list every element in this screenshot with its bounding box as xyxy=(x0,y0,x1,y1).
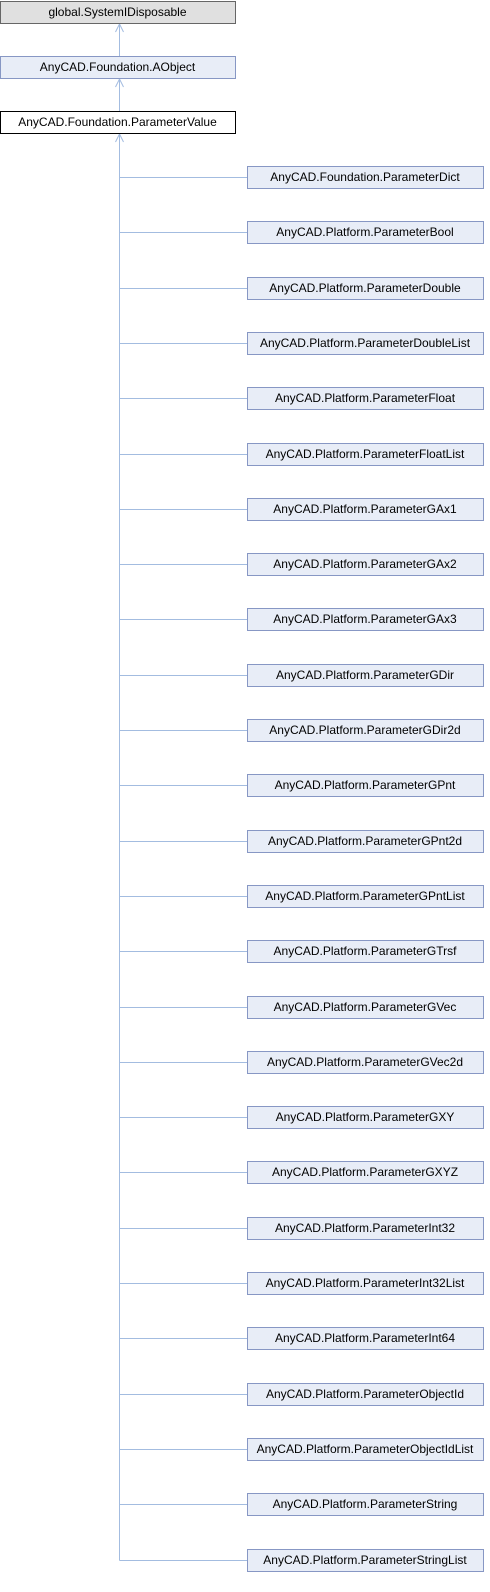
class-node-platform-parametergdir-box xyxy=(247,664,484,687)
class-node-platform-parametergpnt2d-box xyxy=(247,830,484,853)
inheritance-edges xyxy=(115,22,247,1561)
class-node-global-systemidisposable[interactable]: global.SystemIDisposable xyxy=(0,1,236,24)
class-node-foundation-parameterdict[interactable]: AnyCAD.Foundation.ParameterDict xyxy=(247,166,484,189)
class-node-platform-parametergxyz[interactable]: AnyCAD.Platform.ParameterGXYZ xyxy=(247,1161,484,1184)
class-node-platform-parameterstringlist-label: AnyCAD.Platform.ParameterStringList xyxy=(263,1553,467,1567)
class-node-foundation-parameterdict-box xyxy=(247,166,484,189)
class-node-platform-parameterfloatlist-label: AnyCAD.Platform.ParameterFloatList xyxy=(266,447,465,461)
class-node-foundation-aobject[interactable]: AnyCAD.Foundation.AObject xyxy=(0,56,236,79)
class-node-platform-parametergpnt[interactable]: AnyCAD.Platform.ParameterGPnt xyxy=(247,774,484,797)
class-node-platform-parametergpnt2d-label: AnyCAD.Platform.ParameterGPnt2d xyxy=(268,834,462,848)
class-node-platform-parameterdouble[interactable]: AnyCAD.Platform.ParameterDouble xyxy=(247,277,484,300)
class-node-global-systemidisposable-box xyxy=(0,1,236,24)
class-node-current-label: AnyCAD.Foundation.ParameterValue xyxy=(18,115,217,129)
class-node-platform-parametergax2[interactable]: AnyCAD.Platform.ParameterGAx2 xyxy=(247,553,484,576)
class-node-platform-parameterbool-label: AnyCAD.Platform.ParameterBool xyxy=(276,225,453,239)
class-node-platform-parameterstring-label: AnyCAD.Platform.ParameterString xyxy=(273,1497,458,1511)
class-node-platform-parametergax1[interactable]: AnyCAD.Platform.ParameterGAx1 xyxy=(247,498,484,521)
class-node-platform-parametergxy-box xyxy=(247,1106,484,1129)
class-node-platform-parameterstringlist[interactable]: AnyCAD.Platform.ParameterStringList xyxy=(247,1549,484,1572)
class-node-platform-parameterdoublelist-label: AnyCAD.Platform.ParameterDoubleList xyxy=(260,336,471,350)
class-node-platform-parametergvec-label: AnyCAD.Platform.ParameterGVec xyxy=(274,1000,457,1014)
class-node-foundation-aobject-box xyxy=(0,56,236,79)
class-node-platform-parametergdir2d[interactable]: AnyCAD.Platform.ParameterGDir2d xyxy=(247,719,484,742)
class-node-platform-parametergax1-label: AnyCAD.Platform.ParameterGAx1 xyxy=(273,502,457,516)
class-node-platform-parametergdir2d-box xyxy=(247,719,484,742)
class-node-platform-parametergax3[interactable]: AnyCAD.Platform.ParameterGAx3 xyxy=(247,608,484,631)
class-node-platform-parameterint64-box xyxy=(247,1327,484,1350)
class-node-platform-parameterfloatlist-box xyxy=(247,443,484,466)
class-node-platform-parametergpntlist-label: AnyCAD.Platform.ParameterGPntList xyxy=(265,889,465,903)
class-node-platform-parameterbool-box xyxy=(247,221,484,244)
class-node-platform-parameterfloat[interactable]: AnyCAD.Platform.ParameterFloat xyxy=(247,387,484,410)
class-node-platform-parametergpnt2d[interactable]: AnyCAD.Platform.ParameterGPnt2d xyxy=(247,830,484,853)
class-node-platform-parametergvec-box xyxy=(247,996,484,1019)
class-node-platform-parameterstring-box xyxy=(247,1493,484,1516)
class-node-platform-parametergtrsf[interactable]: AnyCAD.Platform.ParameterGTrsf xyxy=(247,940,484,963)
class-node-platform-parameterint32list[interactable]: AnyCAD.Platform.ParameterInt32List xyxy=(247,1272,484,1295)
class-node-platform-parameterobjectid-label: AnyCAD.Platform.ParameterObjectId xyxy=(266,1387,464,1401)
class-node-platform-parameterfloatlist[interactable]: AnyCAD.Platform.ParameterFloatList xyxy=(247,443,484,466)
class-node-platform-parametergax1-box xyxy=(247,498,484,521)
class-node-platform-parametergpntlist[interactable]: AnyCAD.Platform.ParameterGPntList xyxy=(247,885,484,908)
class-node-platform-parametergxy[interactable]: AnyCAD.Platform.ParameterGXY xyxy=(247,1106,484,1129)
class-node-platform-parameterobjectid-box xyxy=(247,1383,484,1406)
class-node-platform-parametergvec2d-box xyxy=(247,1051,484,1074)
class-node-platform-parameterint64-label: AnyCAD.Platform.ParameterInt64 xyxy=(275,1331,455,1345)
class-node-current-box xyxy=(0,111,236,134)
class-node-platform-parametergdir2d-label: AnyCAD.Platform.ParameterGDir2d xyxy=(269,723,460,737)
class-node-platform-parametergdir-label: AnyCAD.Platform.ParameterGDir xyxy=(276,668,454,682)
class-node-platform-parameterint32-label: AnyCAD.Platform.ParameterInt32 xyxy=(275,1221,455,1235)
class-node-platform-parameterfloat-label: AnyCAD.Platform.ParameterFloat xyxy=(275,391,456,405)
class-node-platform-parameterint32list-label: AnyCAD.Platform.ParameterInt32List xyxy=(266,1276,465,1290)
class-node-platform-parametergax3-box xyxy=(247,608,484,631)
class-nodes: global.SystemIDisposableAnyCAD.Foundatio… xyxy=(0,1,484,1572)
class-node-platform-parameterint64[interactable]: AnyCAD.Platform.ParameterInt64 xyxy=(247,1327,484,1350)
class-node-platform-parametergpnt-label: AnyCAD.Platform.ParameterGPnt xyxy=(275,778,456,792)
class-node-platform-parameterint32[interactable]: AnyCAD.Platform.ParameterInt32 xyxy=(247,1217,484,1240)
class-node-platform-parametergax2-box xyxy=(247,553,484,576)
class-node-platform-parametergtrsf-label: AnyCAD.Platform.ParameterGTrsf xyxy=(274,944,458,958)
class-node-platform-parameterobjectid[interactable]: AnyCAD.Platform.ParameterObjectId xyxy=(247,1383,484,1406)
class-node-platform-parametergax3-label: AnyCAD.Platform.ParameterGAx3 xyxy=(273,612,457,626)
class-node-platform-parameterint32-box xyxy=(247,1217,484,1240)
class-node-platform-parameterstringlist-box xyxy=(247,1549,484,1572)
class-node-platform-parameterdoublelist-box xyxy=(247,332,484,355)
class-node-current[interactable]: AnyCAD.Foundation.ParameterValue xyxy=(0,111,236,134)
class-node-platform-parametergvec2d[interactable]: AnyCAD.Platform.ParameterGVec2d xyxy=(247,1051,484,1074)
class-node-platform-parametergdir[interactable]: AnyCAD.Platform.ParameterGDir xyxy=(247,664,484,687)
class-node-platform-parameterdoublelist[interactable]: AnyCAD.Platform.ParameterDoubleList xyxy=(247,332,484,355)
class-node-platform-parametergvec[interactable]: AnyCAD.Platform.ParameterGVec xyxy=(247,996,484,1019)
class-node-platform-parametergxyz-label: AnyCAD.Platform.ParameterGXYZ xyxy=(272,1165,458,1179)
class-node-platform-parametergpnt-box xyxy=(247,774,484,797)
class-node-platform-parameterbool[interactable]: AnyCAD.Platform.ParameterBool xyxy=(247,221,484,244)
class-node-platform-parameterint32list-box xyxy=(247,1272,484,1295)
class-node-platform-parameterobjectidlist-label: AnyCAD.Platform.ParameterObjectIdList xyxy=(257,1442,474,1456)
class-node-platform-parametergpntlist-box xyxy=(247,885,484,908)
class-node-platform-parametergtrsf-box xyxy=(247,940,484,963)
class-node-platform-parameterdouble-label: AnyCAD.Platform.ParameterDouble xyxy=(269,281,461,295)
class-node-platform-parameterstring[interactable]: AnyCAD.Platform.ParameterString xyxy=(247,1493,484,1516)
class-node-platform-parametergax2-label: AnyCAD.Platform.ParameterGAx2 xyxy=(273,557,457,571)
class-node-platform-parameterdouble-box xyxy=(247,277,484,300)
class-node-global-systemidisposable-label: global.SystemIDisposable xyxy=(48,5,186,19)
class-node-platform-parameterobjectidlist-box xyxy=(247,1438,484,1461)
class-node-platform-parametergvec2d-label: AnyCAD.Platform.ParameterGVec2d xyxy=(267,1055,463,1069)
class-node-platform-parametergxyz-box xyxy=(247,1161,484,1184)
class-node-platform-parametergxy-label: AnyCAD.Platform.ParameterGXY xyxy=(276,1110,455,1124)
class-node-platform-parameterfloat-box xyxy=(247,387,484,410)
class-node-foundation-parameterdict-label: AnyCAD.Foundation.ParameterDict xyxy=(270,170,460,184)
class-node-platform-parameterobjectidlist[interactable]: AnyCAD.Platform.ParameterObjectIdList xyxy=(247,1438,484,1461)
class-node-foundation-aobject-label: AnyCAD.Foundation.AObject xyxy=(40,60,196,74)
